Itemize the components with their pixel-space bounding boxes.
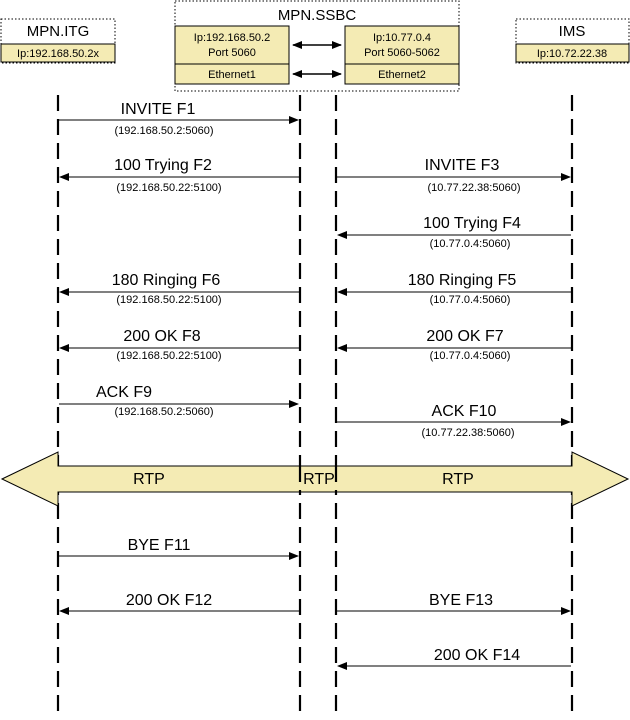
ssbc-left-iface: Ethernet1 (208, 69, 256, 81)
entity-ims-title: IMS (559, 23, 586, 40)
entity-mpn-ssbc: MPN.SSBC Ip:192.168.50.2 Port 5060 Ether… (174, 0, 460, 92)
ssbc-right-port: Port 5060-5062 (364, 47, 440, 59)
entity-mpn-itg-ip-box (0, 43, 116, 63)
message-200-ok-f14-label: 200 OK F14 (434, 647, 520, 664)
message-ack-f9-label: ACK F9 (96, 384, 152, 401)
entity-ims-ip-box (515, 43, 630, 63)
message-180-ringing-f6: 180 Ringing F6 (192.168.50.22:5100) (59, 272, 299, 306)
message-ack-f10: ACK F10 (10.77.22.38:5060) (337, 403, 571, 439)
message-invite-f3: INVITE F3 (10.77.22.38:5060) (337, 157, 571, 194)
message-180-ringing-f5: 180 Ringing F5 (10.77.0.4:5060) (337, 272, 571, 306)
entity-ims-ip: Ip:10.72.22.38 (537, 48, 607, 60)
entity-mpn-itg-ip: Ip:192.168.50.2x (17, 48, 99, 60)
message-invite-f1-label: INVITE F1 (121, 101, 196, 118)
rtp-label-left: RTP (133, 471, 165, 488)
message-200-ok-f8-addr: (192.168.50.22:5100) (116, 350, 221, 362)
message-200-ok-f7-label: 200 OK F7 (426, 328, 503, 345)
message-100-trying-f4-label: 100 Trying F4 (423, 215, 521, 232)
message-200-ok-f7-addr: (10.77.0.4:5060) (430, 350, 511, 362)
message-200-ok-f14: 200 OK F14 (337, 647, 571, 670)
ssbc-right-iface: Ethernet2 (378, 69, 426, 81)
message-100-trying-f2-label: 100 Trying F2 (114, 157, 212, 174)
entity-mpn-itg: MPN.ITG Ip:192.168.50.2x (0, 18, 116, 64)
message-180-ringing-f5-label: 180 Ringing F5 (408, 272, 517, 289)
message-200-ok-f8: 200 OK F8 (192.168.50.22:5100) (59, 328, 299, 362)
message-180-ringing-f5-addr: (10.77.0.4:5060) (430, 294, 511, 306)
ssbc-left-port: Port 5060 (208, 47, 256, 59)
message-100-trying-f2-addr: (192.168.50.22:5100) (116, 182, 221, 194)
ssbc-right-address-box (344, 25, 460, 65)
message-invite-f1-addr: (192.168.50.2:5060) (114, 125, 213, 137)
message-bye-f13-label: BYE F13 (429, 592, 493, 609)
message-ack-f10-addr: (10.77.22.38:5060) (422, 427, 515, 439)
rtp-label-right: RTP (442, 471, 474, 488)
message-200-ok-f7: 200 OK F7 (10.77.0.4:5060) (337, 328, 571, 362)
rtp-double-arrow (0, 451, 630, 507)
entity-mpn-itg-title: MPN.ITG (27, 23, 90, 40)
message-ack-f9: ACK F9 (192.168.50.2:5060) (59, 384, 299, 418)
message-200-ok-f12: 200 OK F12 (59, 592, 299, 615)
ssbc-right-ip: Ip:10.77.0.4 (373, 32, 431, 44)
entity-mpn-ssbc-title: MPN.SSBC (278, 7, 357, 24)
message-ack-f10-label: ACK F10 (432, 403, 497, 420)
message-ack-f9-addr: (192.168.50.2:5060) (114, 406, 213, 418)
message-100-trying-f4: 100 Trying F4 (10.77.0.4:5060) (337, 215, 571, 250)
message-180-ringing-f6-label: 180 Ringing F6 (112, 272, 221, 289)
message-invite-f3-label: INVITE F3 (425, 157, 500, 174)
message-bye-f11: BYE F11 (59, 537, 299, 560)
rtp-label-center: RTP (303, 471, 335, 488)
message-bye-f13: BYE F13 (337, 592, 571, 615)
ssbc-left-ip: Ip:192.168.50.2 (194, 32, 270, 44)
entity-ims: IMS Ip:10.72.22.38 (515, 18, 630, 64)
message-bye-f11-label: BYE F11 (128, 537, 191, 554)
message-200-ok-f8-label: 200 OK F8 (123, 328, 200, 345)
rtp-media-stream: RTP RTP RTP (0, 451, 630, 507)
message-200-ok-f12-label: 200 OK F12 (126, 592, 212, 609)
message-invite-f1: INVITE F1 (192.168.50.2:5060) (59, 101, 299, 137)
message-100-trying-f2: 100 Trying F2 (192.168.50.22:5100) (59, 157, 299, 194)
message-180-ringing-f6-addr: (192.168.50.22:5100) (116, 294, 221, 306)
ssbc-left-address-box (174, 25, 290, 65)
ssbc-right-iface-box (344, 63, 460, 85)
message-invite-f3-addr: (10.77.22.38:5060) (428, 182, 521, 194)
ssbc-left-iface-box (174, 63, 290, 85)
message-100-trying-f4-addr: (10.77.0.4:5060) (430, 238, 511, 250)
